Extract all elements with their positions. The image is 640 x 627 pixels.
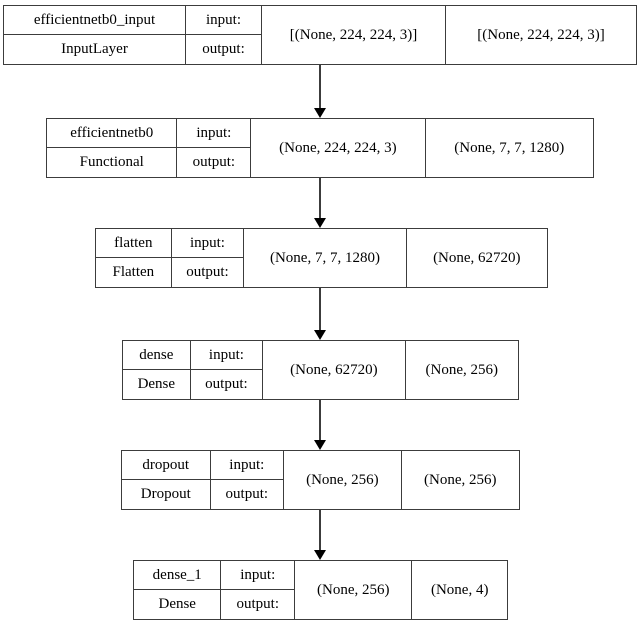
edge-line bbox=[319, 400, 321, 440]
input-shape: (None, 256) bbox=[284, 451, 402, 509]
output-shape: (None, 62720) bbox=[433, 249, 521, 266]
node-io-column: input: output: bbox=[190, 341, 264, 399]
input-shape: (None, 62720) bbox=[263, 341, 406, 399]
layer-node-efficientnetb0[interactable]: efficientnetb0 Functional input: output:… bbox=[46, 118, 594, 178]
output-label: output: bbox=[205, 376, 248, 392]
output-shape: (None, 256) bbox=[424, 471, 497, 488]
output-shape: (None, 256) bbox=[425, 361, 498, 378]
output-shape: [(None, 224, 224, 3)] bbox=[477, 26, 605, 43]
layer-name: dense_1 bbox=[134, 561, 221, 590]
layer-class: Dense bbox=[137, 376, 176, 392]
node-io-column: input: output: bbox=[221, 561, 296, 619]
arrowhead-icon bbox=[314, 330, 326, 340]
node-label-column: dropout Dropout bbox=[122, 451, 211, 509]
layer-node-dense[interactable]: dense Dense input: output: (None, 62720)… bbox=[122, 340, 519, 400]
output-label: output: bbox=[236, 596, 279, 612]
node-label-column: dense_1 Dense bbox=[134, 561, 222, 619]
input-label: input: bbox=[177, 119, 251, 148]
output-label: output: bbox=[186, 264, 229, 280]
input-label: input: bbox=[190, 341, 263, 370]
layer-name: flatten bbox=[96, 229, 171, 258]
layer-name: dense bbox=[123, 341, 190, 370]
node-label-column: efficientnetb0_input InputLayer bbox=[4, 6, 186, 64]
layer-node-efficientnetb0_input[interactable]: efficientnetb0_input InputLayer input: o… bbox=[3, 5, 637, 65]
edge-line bbox=[319, 510, 321, 550]
layer-node-flatten[interactable]: flatten Flatten input: output: (None, 7,… bbox=[95, 228, 548, 288]
layer-name: efficientnetb0 bbox=[47, 119, 177, 148]
input-label: input: bbox=[171, 229, 244, 258]
input-label: input: bbox=[186, 6, 261, 35]
node-label-column: efficientnetb0 Functional bbox=[47, 119, 178, 177]
input-label: input: bbox=[210, 451, 284, 480]
node-io-column: input: output: bbox=[177, 119, 252, 177]
arrowhead-icon bbox=[314, 550, 326, 560]
arrowhead-icon bbox=[314, 218, 326, 228]
layer-class: Dropout bbox=[140, 486, 191, 502]
node-io-column: input: output: bbox=[210, 451, 285, 509]
output-shape: (None, 4) bbox=[430, 581, 489, 598]
layer-name: dropout bbox=[122, 451, 210, 480]
node-label-column: flatten Flatten bbox=[96, 229, 172, 287]
input-shape: [(None, 224, 224, 3)] bbox=[262, 6, 446, 64]
edge-line bbox=[319, 288, 321, 330]
edge-line bbox=[319, 65, 321, 108]
layer-node-dropout[interactable]: dropout Dropout input: output: (None, 25… bbox=[121, 450, 520, 510]
node-label-column: dense Dense bbox=[123, 341, 191, 399]
layer-class: Dense bbox=[158, 596, 196, 612]
output-label: output: bbox=[225, 486, 269, 502]
output-shape: (None, 7, 7, 1280) bbox=[454, 139, 565, 156]
layer-name: efficientnetb0_input bbox=[4, 6, 185, 35]
input-label: input: bbox=[221, 561, 295, 590]
node-io-column: input: output: bbox=[171, 229, 245, 287]
edge-line bbox=[319, 178, 321, 218]
arrowhead-icon bbox=[314, 440, 326, 450]
output-label: output: bbox=[192, 154, 236, 170]
output-label: output: bbox=[202, 41, 245, 57]
arrowhead-icon bbox=[314, 108, 326, 118]
layer-class: Functional bbox=[79, 154, 144, 170]
layer-class: InputLayer bbox=[61, 41, 128, 57]
node-io-column: input: output: bbox=[186, 6, 262, 64]
input-shape: (None, 256) bbox=[295, 561, 413, 619]
input-shape: (None, 224, 224, 3) bbox=[251, 119, 426, 177]
layer-node-dense_1[interactable]: dense_1 Dense input: output: (None, 256)… bbox=[133, 560, 508, 620]
layer-class: Flatten bbox=[112, 264, 155, 280]
input-shape: (None, 7, 7, 1280) bbox=[244, 229, 407, 287]
